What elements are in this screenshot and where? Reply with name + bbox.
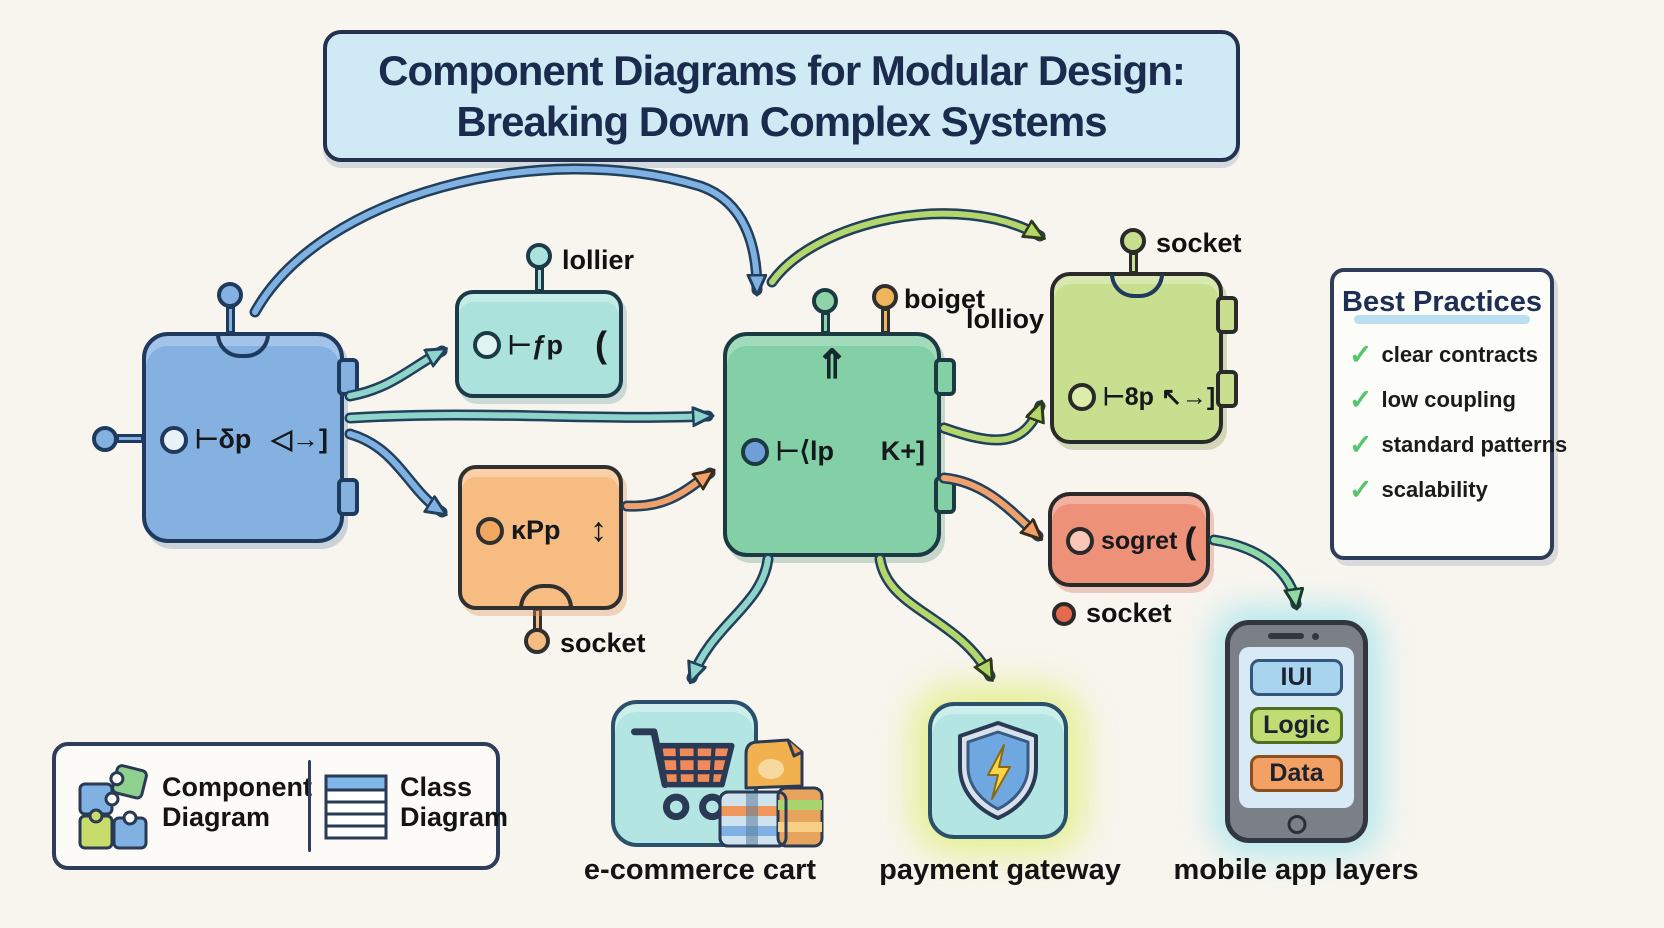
- notch: [1109, 274, 1164, 298]
- component-coral: sogret (: [1048, 492, 1210, 587]
- port-glyph: K+]: [880, 436, 925, 466]
- component-tab: [1216, 370, 1238, 408]
- lollipop-interface-icon: [473, 331, 501, 359]
- lollipop-icon: [92, 426, 118, 452]
- arrow-lime-arc-top: [766, 208, 1040, 288]
- socket-glyph: (: [1184, 520, 1197, 561]
- notch: [216, 334, 270, 358]
- check-icon: ✓: [1349, 339, 1373, 370]
- arrow-mint-to-phone: [1208, 534, 1296, 604]
- socket-label: socket: [560, 628, 646, 658]
- best-practices-title: Best Practices: [1342, 286, 1542, 318]
- component-label: ⊢8p: [1103, 383, 1154, 411]
- check-icon: ✓: [1349, 429, 1373, 460]
- legend-component-label: Component Diagram: [162, 772, 312, 833]
- packages-icon: [718, 738, 824, 848]
- arrow-orange-up: [621, 467, 710, 512]
- component-tab: [934, 358, 956, 396]
- component-tab: [337, 358, 359, 396]
- arrow-teal-long: [344, 415, 708, 418]
- lollipop-stem: [821, 312, 830, 334]
- title-line-1: Component Diagrams for Modular Design:: [378, 46, 1186, 94]
- legend-panel: Component Diagram Class Diagram: [52, 742, 508, 870]
- ecommerce-cart-label: e-commerce cart: [583, 854, 817, 886]
- arrow-lime-down: [874, 553, 996, 676]
- layer-ui: IUI: [1250, 659, 1343, 696]
- component-label: ĸPp: [511, 515, 561, 545]
- component-blue: ⊢δp ◁→]: [142, 332, 359, 543]
- best-practice-item: ✓ standard patterns: [1349, 429, 1568, 460]
- title-line-2: Breaking Down Complex Systems: [456, 98, 1107, 145]
- title-underline: [1354, 315, 1530, 324]
- lollipop-stem: [1129, 252, 1138, 274]
- lollipop-interface-icon: [160, 425, 188, 454]
- lollipop-stem: [535, 267, 544, 292]
- component-label: sogret: [1101, 526, 1178, 555]
- lollipop-interface-icon: [1068, 383, 1096, 411]
- lollipop-stem: [881, 308, 890, 334]
- lollipop-icon: [526, 243, 552, 269]
- component-label: ⊢⟨lp: [776, 436, 835, 466]
- puzzle-icon: [78, 764, 148, 850]
- lollipop-stem: [116, 434, 144, 443]
- lollipop-label: lollier: [562, 245, 635, 275]
- payment-gateway-label: payment gateway: [879, 854, 1121, 886]
- socket-label: socket: [1086, 598, 1172, 628]
- component-tab: [1216, 296, 1238, 334]
- arrow-lime-curl: [938, 406, 1046, 446]
- check-icon: ✓: [1349, 384, 1373, 415]
- layer-logic: Logic: [1250, 707, 1343, 744]
- updown-arrow-glyph: ↕: [590, 511, 607, 549]
- class-table-icon: [324, 774, 388, 840]
- lollipop-label: lollioy: [966, 304, 1045, 334]
- port-glyph: ◁→]: [271, 424, 328, 454]
- best-practices-panel: Best Practices ✓ clear contracts ✓ low c…: [1330, 268, 1568, 560]
- mobile-layers-label: mobile app layers: [1173, 854, 1419, 886]
- component-lime: ⊢8p ↖→]: [1050, 272, 1238, 444]
- lollipop-stem: [226, 306, 235, 334]
- component-green: ⇑ ⊢⟨lp K+]: [723, 332, 956, 557]
- component-tab: [337, 478, 359, 516]
- phone-screen: IUI Logic Data: [1239, 647, 1354, 808]
- legend-class-label: Class Diagram: [400, 772, 509, 833]
- component-tab: [934, 476, 956, 514]
- shield-lightning-icon: [958, 720, 1038, 820]
- component-teal: ⊢ƒp (: [455, 290, 623, 398]
- lollipop-interface-icon: [476, 516, 504, 545]
- lollipop-label: boiget: [904, 284, 985, 314]
- payment-gateway-tile: [928, 702, 1068, 839]
- lollipop-icon: [872, 284, 898, 310]
- best-practice-item: ✓ scalability: [1349, 474, 1488, 505]
- arrow-teal-down: [686, 553, 774, 678]
- phone-speaker-icon: [1268, 633, 1304, 639]
- lollipop-interface-icon: [1066, 527, 1094, 555]
- mobile-phone: IUI Logic Data: [1225, 620, 1368, 843]
- component-label: ⊢δp: [195, 424, 252, 454]
- check-icon: ✓: [1349, 474, 1373, 505]
- arrow-orange-right: [938, 472, 1044, 542]
- component-orange: ĸPp ↕: [458, 465, 623, 610]
- best-practice-item: ✓ clear contracts: [1349, 339, 1538, 370]
- lollipop-icon: [1120, 228, 1146, 254]
- lollipop-icon: [217, 282, 243, 308]
- legend-divider: [308, 760, 311, 852]
- phone-home-button: [1287, 815, 1306, 834]
- component-label: ⊢ƒp: [508, 329, 564, 360]
- lollipop-interface-icon: [741, 437, 769, 466]
- lollipop-icon: [812, 288, 838, 314]
- notch: [518, 584, 573, 608]
- up-arrow-glyph: ⇑: [815, 343, 849, 387]
- lollipop-label: socket: [1156, 228, 1242, 258]
- socket-icon: [1052, 602, 1076, 626]
- layer-data: Data: [1250, 755, 1343, 792]
- socket-icon: [524, 628, 550, 654]
- socket-glyph: (: [595, 324, 607, 365]
- port-glyph: ↖→]: [1160, 383, 1216, 411]
- arrow-teal-short: [344, 345, 442, 402]
- best-practice-item: ✓ low coupling: [1349, 384, 1516, 415]
- arrow-blue-down: [344, 428, 442, 518]
- title-banner: Component Diagrams for Modular Design: B…: [323, 30, 1240, 162]
- phone-camera-icon: [1312, 633, 1319, 640]
